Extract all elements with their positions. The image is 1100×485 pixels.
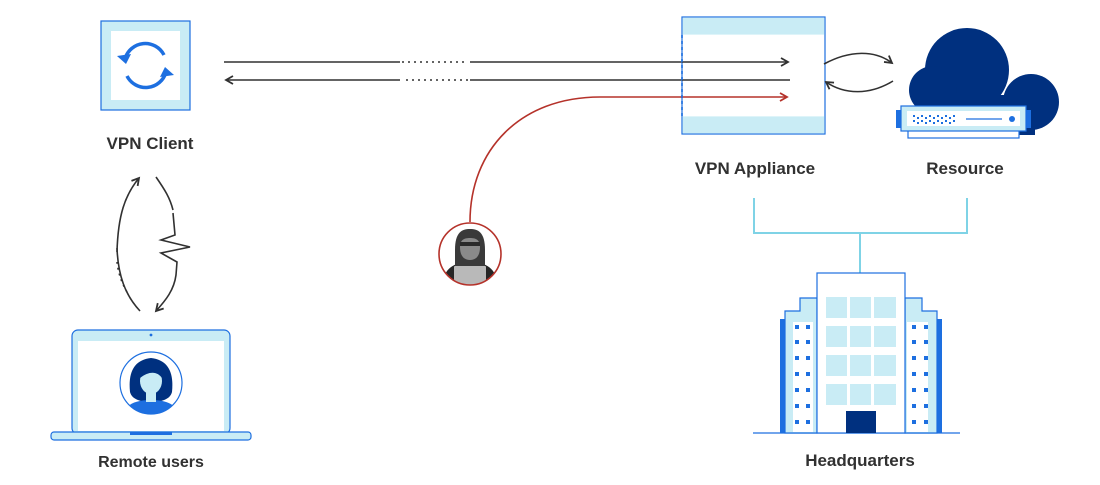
vpn-appliance-icon[interactable] xyxy=(681,16,826,135)
headquarters-label: Headquarters xyxy=(805,451,915,470)
vpn-client-label: VPN Client xyxy=(106,134,194,153)
headquarters-connector xyxy=(753,198,968,273)
building-windows-side xyxy=(795,325,928,424)
vpn-appliance-label: VPN Appliance xyxy=(694,159,816,178)
headquarters-icon[interactable] xyxy=(753,272,960,434)
appliance-resource-exchange-arrows xyxy=(823,52,894,93)
resource-icon[interactable] xyxy=(896,28,1059,139)
remote-users-label: Remote users xyxy=(98,454,204,471)
remote-users-icon[interactable] xyxy=(50,329,252,441)
building-windows-center xyxy=(826,297,896,405)
attacker-intrusion-arrow xyxy=(469,92,789,223)
resource-label: Resource xyxy=(926,159,1004,178)
attacker-node[interactable] xyxy=(438,222,502,290)
sync-icon xyxy=(123,41,168,90)
vpn-client-icon[interactable] xyxy=(100,20,191,111)
server-icon xyxy=(896,105,1031,139)
building-door xyxy=(846,411,876,433)
user-client-connection-arrows xyxy=(116,176,191,313)
